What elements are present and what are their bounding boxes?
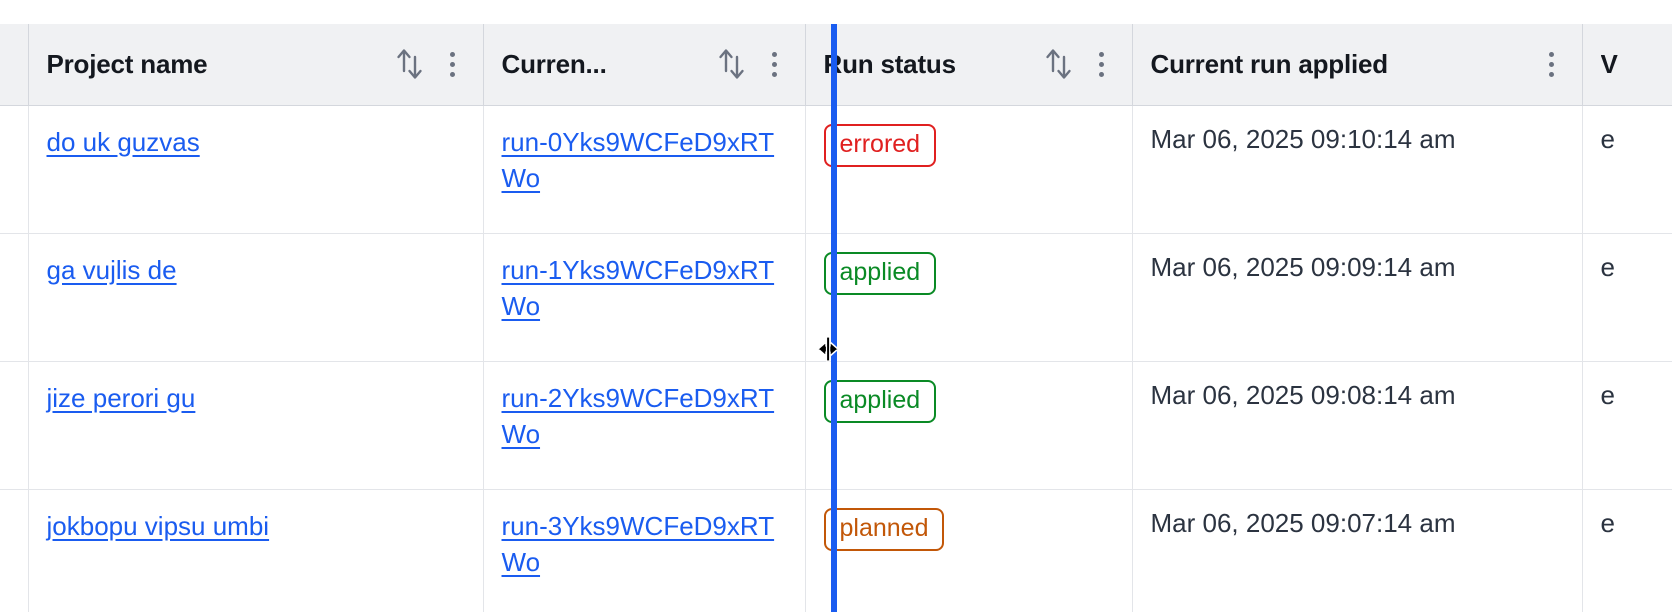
table-top-strip xyxy=(0,0,1672,24)
table-row[interactable]: do uk guzvas run-0Yks9WCFeD9xRTWo errored M… xyxy=(0,105,1672,234)
kebab-menu-icon[interactable] xyxy=(1540,47,1564,81)
column-header-run_applied[interactable]: Current run applied xyxy=(1132,24,1583,106)
sort-icon[interactable] xyxy=(717,47,763,81)
status-badge: applied xyxy=(823,251,937,295)
run-applied-timestamp: Mar 06, 2025 09:09:14 am xyxy=(1150,251,1456,282)
vcs-value: e xyxy=(1600,507,1615,538)
cell-run_status: errored xyxy=(805,105,1133,234)
current-run-link[interactable]: run-3Yks9WCFeD9xRTWo xyxy=(501,510,775,578)
current-run-link[interactable]: run-1Yks9WCFeD9xRTWo xyxy=(501,254,775,322)
table-row[interactable]: jokbopu vipsu umbi run-3Yks9WCFeD9xRTWo pl… xyxy=(0,489,1672,612)
cell-vcs: e xyxy=(1582,361,1672,490)
status-badge: errored xyxy=(823,123,937,167)
column-header-project_name[interactable]: Project name xyxy=(28,24,484,106)
project-name-link[interactable]: do uk guzvas xyxy=(46,126,200,157)
cell-gutter xyxy=(0,489,29,612)
cell-run_status: applied xyxy=(805,233,1133,362)
cell-current_run: run-0Yks9WCFeD9xRTWo xyxy=(483,105,806,234)
column-header-label: Current run applied xyxy=(1150,48,1388,79)
kebab-menu-icon[interactable] xyxy=(763,47,787,81)
table-header-row: Project name Curren... Run status Current r… xyxy=(0,24,1672,106)
column-header-label: Run status xyxy=(823,48,956,79)
kebab-menu-icon[interactable] xyxy=(1090,47,1114,81)
cell-project_name: ga vujlis de xyxy=(28,233,484,362)
project-name-link[interactable]: jokbopu vipsu umbi xyxy=(46,510,270,541)
cell-gutter xyxy=(0,105,29,234)
kebab-menu-icon[interactable] xyxy=(441,47,465,81)
cell-current_run: run-2Yks9WCFeD9xRTWo xyxy=(483,361,806,490)
column-header-run_status[interactable]: Run status xyxy=(805,24,1133,106)
cell-run_applied: Mar 06, 2025 09:09:14 am xyxy=(1132,233,1583,362)
cell-project_name: jize perori gu xyxy=(28,361,484,490)
cell-gutter xyxy=(0,361,29,490)
run-applied-timestamp: Mar 06, 2025 09:10:14 am xyxy=(1150,123,1456,154)
cell-run_status: planned xyxy=(805,489,1133,612)
projects-table: Project name Curren... Run status Current r… xyxy=(0,24,1672,612)
column-header-gutter xyxy=(0,24,29,106)
current-run-link[interactable]: run-2Yks9WCFeD9xRTWo xyxy=(501,382,775,450)
cell-vcs: e xyxy=(1582,489,1672,612)
vcs-value: e xyxy=(1600,379,1615,410)
cell-current_run: run-3Yks9WCFeD9xRTWo xyxy=(483,489,806,612)
cell-project_name: jokbopu vipsu umbi xyxy=(28,489,484,612)
cell-current_run: run-1Yks9WCFeD9xRTWo xyxy=(483,233,806,362)
vcs-value: e xyxy=(1600,251,1615,282)
sort-icon[interactable] xyxy=(395,47,441,81)
sort-icon[interactable] xyxy=(1044,47,1090,81)
column-header-label: Curren... xyxy=(501,48,607,79)
status-badge: applied xyxy=(823,379,937,423)
table-header: Project name Curren... Run status Current r… xyxy=(0,24,1672,106)
cell-vcs: e xyxy=(1582,105,1672,234)
cell-run_applied: Mar 06, 2025 09:07:14 am xyxy=(1132,489,1583,612)
cell-vcs: e xyxy=(1582,233,1672,362)
column-header-label: Project name xyxy=(46,48,208,79)
table-row[interactable]: jize perori gu run-2Yks9WCFeD9xRTWo applie… xyxy=(0,361,1672,490)
run-applied-timestamp: Mar 06, 2025 09:07:14 am xyxy=(1150,507,1456,538)
cell-run_status: applied xyxy=(805,361,1133,490)
table-row[interactable]: ga vujlis de run-1Yks9WCFeD9xRTWo applied M… xyxy=(0,233,1672,362)
run-applied-timestamp: Mar 06, 2025 09:08:14 am xyxy=(1150,379,1456,410)
column-header-vcs[interactable]: V xyxy=(1582,24,1672,106)
cell-project_name: do uk guzvas xyxy=(28,105,484,234)
column-header-current_run[interactable]: Curren... xyxy=(483,24,806,106)
vcs-value: e xyxy=(1600,123,1615,154)
cell-run_applied: Mar 06, 2025 09:08:14 am xyxy=(1132,361,1583,490)
cell-gutter xyxy=(0,233,29,362)
status-badge: planned xyxy=(823,507,945,551)
project-name-link[interactable]: ga vujlis de xyxy=(46,254,177,285)
project-name-link[interactable]: jize perori gu xyxy=(46,382,196,413)
column-header-label: V xyxy=(1600,48,1618,79)
cell-run_applied: Mar 06, 2025 09:10:14 am xyxy=(1132,105,1583,234)
current-run-link[interactable]: run-0Yks9WCFeD9xRTWo xyxy=(501,126,775,194)
